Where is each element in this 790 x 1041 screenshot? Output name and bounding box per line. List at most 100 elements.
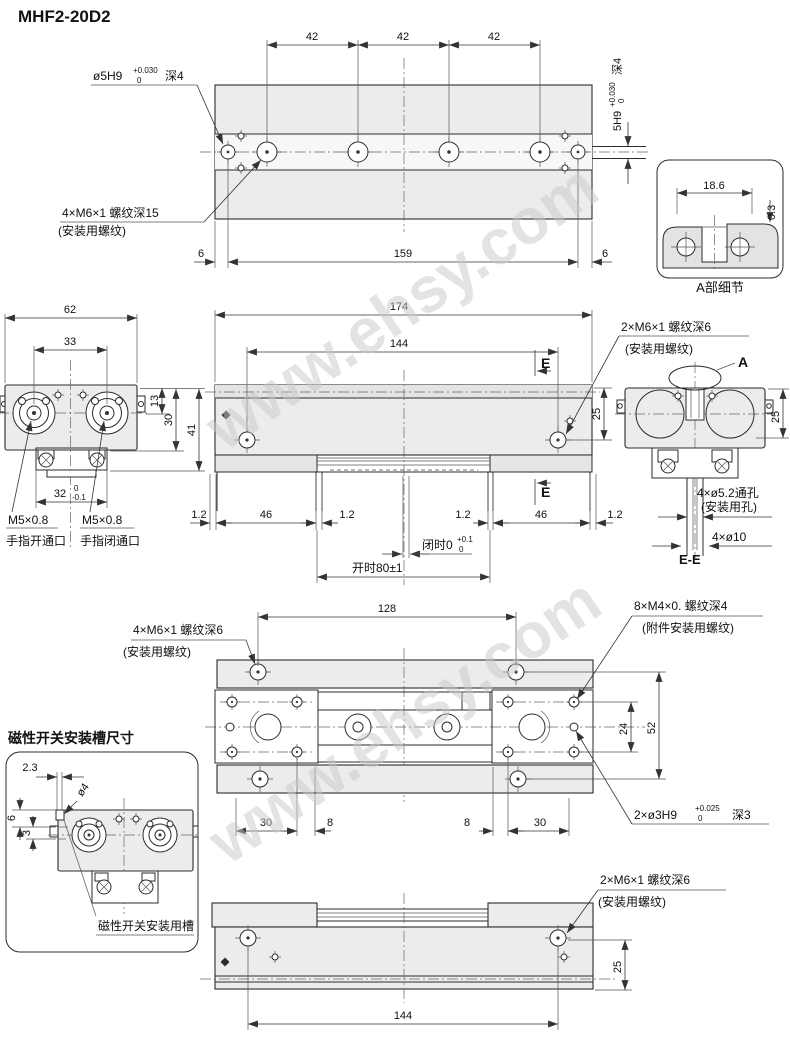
- dim-30: 30: [163, 414, 175, 426]
- dim-25: 25: [591, 408, 603, 420]
- dim-6-right: 6: [602, 248, 608, 260]
- dim-8: 8: [464, 817, 470, 829]
- detail-a-balloon: [668, 365, 722, 391]
- tolerance-upper: +0.025: [695, 804, 720, 813]
- dim-1-2: 1.2: [191, 509, 206, 521]
- m4-hole: [288, 693, 306, 711]
- dim-46: 46: [260, 509, 272, 521]
- dim-3: 3: [21, 830, 33, 836]
- dim-42: 42: [306, 31, 318, 43]
- front-view: 62 33 13 30 41 32 0 -0.1 M5×0.8 手指开通口 M5…: [0, 304, 205, 548]
- depth-note: 深4: [165, 69, 184, 83]
- screw: [714, 458, 730, 474]
- svg-text:5H9: 5H9: [612, 111, 624, 131]
- m4-hole: [223, 743, 241, 761]
- open-dim-label: 开时80±1: [352, 561, 403, 575]
- main-view: 174 144 25 2×M6×1 螺纹深6 (安装用螺纹) E E 1.2: [190, 301, 749, 585]
- dim-128: 128: [378, 603, 396, 615]
- thread-callout: 4×M6×1 螺纹深15: [62, 206, 159, 220]
- dim-33: 33: [64, 336, 76, 348]
- sensor-heading: 磁性开关安装槽尺寸: [8, 730, 134, 746]
- detail-mark-a: A: [738, 354, 748, 370]
- m4-hole: [565, 693, 583, 711]
- port-open-name: 手指开通口: [6, 533, 66, 548]
- sensor-groove: [55, 809, 65, 821]
- screw: [38, 452, 54, 468]
- dim-144: 144: [390, 338, 408, 350]
- port-open-thread: M5×0.8: [8, 513, 49, 527]
- dim-30: 30: [260, 817, 272, 829]
- sensor-port: [71, 817, 107, 853]
- slot-callout: 5H9 +0.030 0 深4: [608, 58, 626, 131]
- cbore-callout: 4×ø10: [712, 530, 747, 544]
- tolerance-upper: +0.1: [457, 535, 473, 544]
- through-hole-callout: 4×ø5.2通孔: [697, 486, 759, 500]
- sensor-slot-label: 磁性开关安装用槽: [98, 918, 194, 933]
- m4-hole: [565, 743, 583, 761]
- dim-0-3: 0.3: [766, 205, 778, 220]
- thread-m4-note: (附件安装用螺纹): [642, 620, 734, 635]
- dim-41: 41: [186, 424, 198, 436]
- dim-6-left: 6: [198, 248, 204, 260]
- thread-m4-callout: 8×M4×0. 螺纹深4: [634, 599, 728, 613]
- top-view: 42 42 42 6 159 6 ø5H9 +0.030 0 深4 4×M6×1…: [58, 31, 648, 268]
- m4-hole: [223, 693, 241, 711]
- screw: [138, 879, 154, 895]
- svg-text:深4: 深4: [611, 58, 624, 75]
- dim-159: 159: [394, 248, 412, 260]
- dim-42: 42: [397, 31, 409, 43]
- sensor-port: [142, 817, 178, 853]
- dim-62: 62: [64, 304, 76, 316]
- dim-6: 6: [6, 815, 18, 821]
- finger-port-close: [85, 391, 129, 435]
- svg-text:0: 0: [617, 98, 626, 103]
- dim-dia4: ø4: [75, 781, 92, 798]
- dim-30: 30: [534, 817, 546, 829]
- svg-text:+0.030: +0.030: [608, 82, 617, 107]
- dim-42: 42: [488, 31, 500, 43]
- port-close-name: 手指闭通口: [80, 533, 140, 548]
- finger-port-open: [12, 391, 56, 435]
- tolerance-upper: 0: [74, 484, 79, 493]
- dim-25: 25: [612, 961, 624, 973]
- dim-8: 8: [327, 817, 333, 829]
- svg-text:0.3: 0.3: [766, 205, 778, 220]
- dim-13: 13: [149, 395, 161, 407]
- dim-52: 52: [646, 722, 658, 734]
- rear-view: 2×M6×1 螺纹深6 (安装用螺纹) 25 144: [200, 873, 726, 1030]
- dim-144: 144: [394, 1010, 412, 1022]
- closed-dim-label: 闭时0: [422, 538, 453, 552]
- tolerance-upper: +0.030: [133, 66, 158, 75]
- tolerance-lower: 0: [459, 545, 464, 554]
- dim-46: 46: [535, 509, 547, 521]
- screw: [660, 458, 676, 474]
- thread-callout: 2×M6×1 螺纹深6: [621, 320, 711, 334]
- thread-note: (安装用螺纹): [598, 894, 666, 909]
- section-mark-e-top: E: [541, 355, 550, 371]
- dim-25: 25: [770, 411, 782, 423]
- tolerance-lower: 0: [698, 814, 703, 823]
- thread-callout: 2×M6×1 螺纹深6: [600, 873, 690, 887]
- thread-m6-note: (安装用螺纹): [123, 644, 191, 659]
- dim-1-2: 1.2: [455, 509, 470, 521]
- dim-24: 24: [618, 723, 630, 735]
- section-caption: E-E: [679, 552, 701, 567]
- page-title: MHF2-20D2: [18, 7, 111, 26]
- thread-note: (安装用螺纹): [625, 341, 693, 356]
- tolerance-lower: -0.1: [72, 493, 86, 502]
- section-mark-e-bottom: E: [541, 484, 550, 500]
- tolerance-lower: 0: [137, 76, 142, 85]
- through-hole-note: (安装用孔): [701, 499, 757, 514]
- dim-32: 32: [54, 488, 66, 500]
- section-ee-view: A 25 4×ø5.2通孔 (安装用孔) 4×ø10 E-E: [615, 354, 789, 567]
- detail-a: 18.6 0.3 A部细节: [656, 159, 784, 295]
- thread-m6-callout: 4×M6×1 螺纹深6: [133, 623, 223, 637]
- dim-2-3: 2.3: [22, 762, 37, 774]
- dim-18-6: 18.6: [703, 180, 724, 192]
- screw: [96, 879, 112, 895]
- thread-note: (安装用螺纹): [58, 223, 126, 238]
- detail-a-caption: A部细节: [696, 280, 744, 295]
- port-close-thread: M5×0.8: [82, 513, 123, 527]
